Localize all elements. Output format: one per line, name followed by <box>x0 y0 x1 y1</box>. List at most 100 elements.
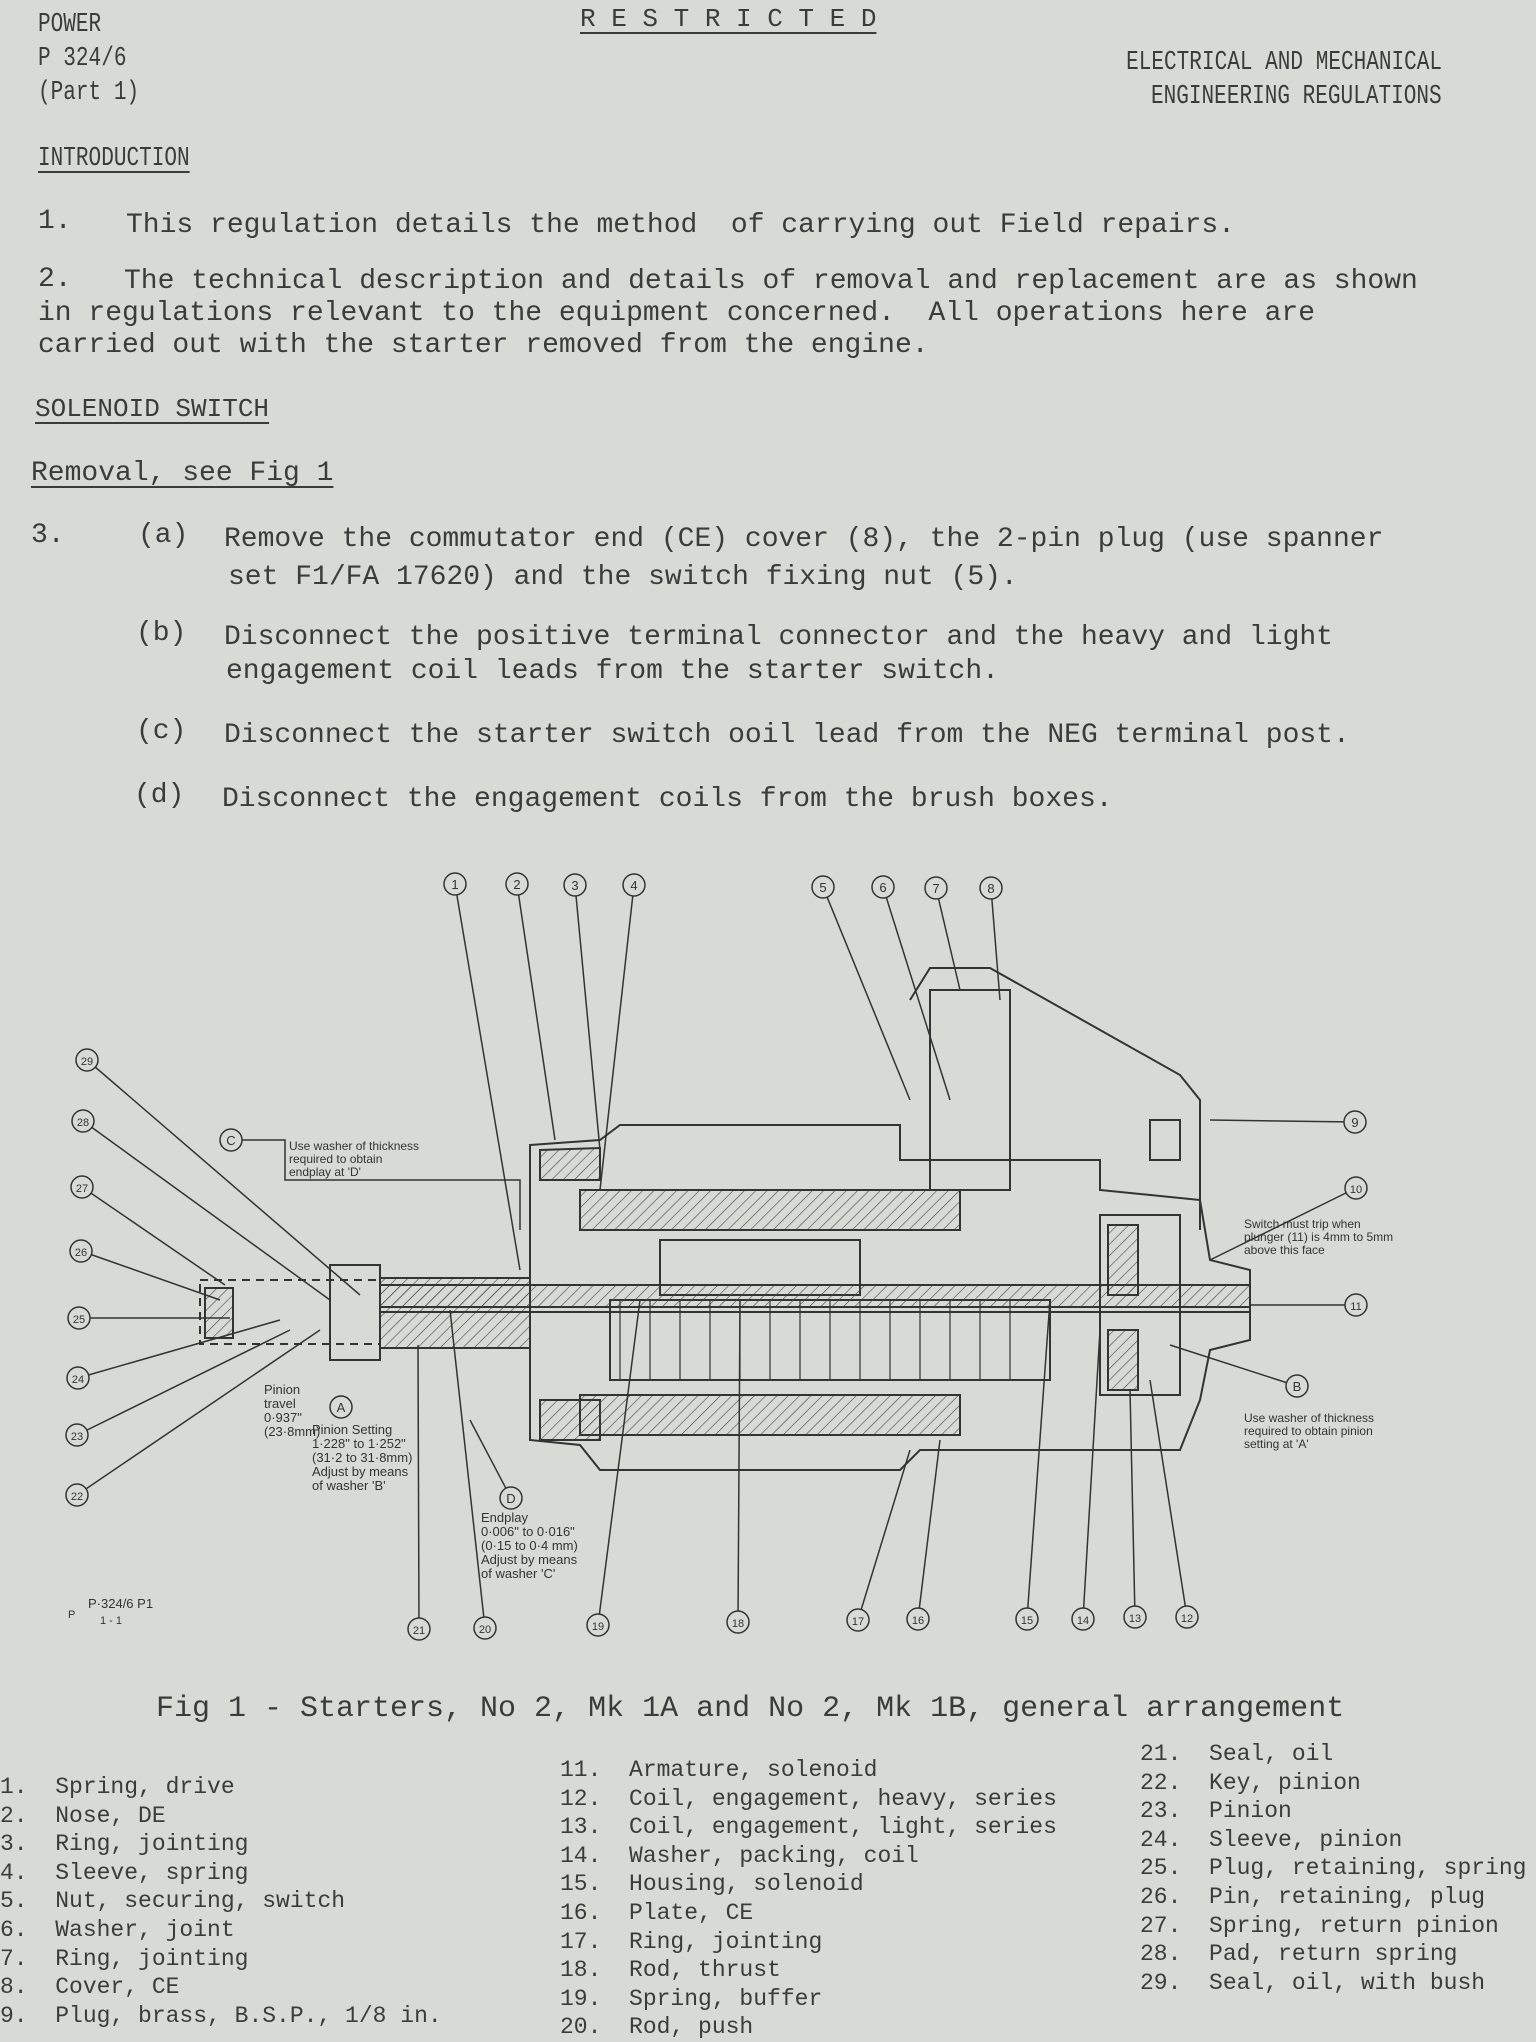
callout-label: 1 <box>451 877 458 892</box>
diagram-note-text: (0·15 to 0·4 mm) <box>481 1538 578 1553</box>
parts-list-item: 23. Pinion <box>1140 1798 1292 1825</box>
callout-label: B <box>1293 1379 1302 1394</box>
callout-circle <box>443 872 467 896</box>
diagram-note-text: setting at 'A' <box>1244 1437 1309 1451</box>
leader-line <box>242 1139 521 1230</box>
leader-line <box>990 887 1001 1001</box>
introduction-heading: INTRODUCTION <box>38 144 190 174</box>
callout-label: 21 <box>413 1625 425 1637</box>
callout-circle <box>67 1306 91 1330</box>
parts-list-item: 29. Seal, oil, with bush <box>1140 1969 1486 1996</box>
removal-subheading: Removal, see Fig 1 <box>31 458 334 489</box>
step-c-label: (c) <box>136 716 187 747</box>
diagram-note-text: Pinion <box>264 1382 300 1397</box>
leader-line <box>857 1449 911 1621</box>
callout-label: D <box>506 1491 515 1506</box>
callout-label: 11 <box>1350 1301 1361 1313</box>
callout-circle <box>563 873 587 897</box>
callout-label: 25 <box>73 1314 85 1326</box>
callout-label: 12 <box>1181 1613 1193 1625</box>
callout-label: 7 <box>932 881 939 896</box>
callout-circle <box>924 876 948 900</box>
diagram-note-text: 0·006" to 0·016" <box>481 1524 575 1539</box>
callout-circle <box>1123 1605 1147 1629</box>
callout-label: 23 <box>71 1431 83 1443</box>
diagram-note-text: (23·8mm) <box>264 1424 320 1439</box>
callout-circle <box>505 872 529 896</box>
parts-list-item: 22. Key, pinion <box>1140 1769 1361 1796</box>
para2-line3: carried out with the starter removed fro… <box>38 330 929 361</box>
callout-circle <box>499 1486 523 1510</box>
callout-label: 9 <box>1351 1115 1358 1130</box>
step-c-line1: Disconnect the starter switch ooil lead … <box>224 720 1350 751</box>
para1-number: 1. <box>38 206 72 237</box>
diagram-note-text: (31·2 to 31·8mm) <box>312 1450 412 1465</box>
leader-line <box>81 1186 226 1286</box>
parts-list-item: 3. Ring, jointing <box>0 1831 249 1858</box>
leader-line <box>86 1059 361 1296</box>
parts-list-item: 19. Spring, buffer <box>560 1985 823 2012</box>
callout-circle <box>70 1175 94 1199</box>
callout-circle <box>586 1613 610 1637</box>
para2-line1: The technical description and details of… <box>124 266 1418 297</box>
callout-label: 27 <box>76 1183 88 1195</box>
callout-label: 8 <box>987 881 994 896</box>
starter-outline <box>199 967 1251 1471</box>
diagram-note-text: 0·937" <box>264 1410 302 1425</box>
callout-circle <box>1285 1374 1309 1398</box>
callout-circle <box>871 875 895 899</box>
parts-list-item: 27. Spring, return pinion <box>1140 1912 1499 1939</box>
callout-circle <box>407 1617 431 1641</box>
leader-line <box>1209 1187 1357 1261</box>
callout-label: 3 <box>571 878 578 893</box>
parts-list-item: 24. Sleeve, pinion <box>1140 1826 1403 1853</box>
callout-circle <box>65 1483 89 1507</box>
leader-line <box>935 887 961 991</box>
parts-list-item: 7. Ring, jointing <box>0 1945 249 1972</box>
diagram-note-text: required to obtain <box>289 1152 382 1166</box>
classification-marking: R E S T R I C T E D <box>580 4 877 34</box>
parts-list-item: 28. Pad, return spring <box>1140 1941 1458 1968</box>
diagram-note-text: of washer 'C' <box>481 1566 555 1581</box>
callout-label: 10 <box>1350 1184 1362 1196</box>
parts-list-item: 26. Pin, retaining, plug <box>1140 1883 1486 1910</box>
callout-label: C <box>226 1133 235 1148</box>
step-d-label: (d) <box>134 780 185 811</box>
callout-label: 20 <box>479 1624 491 1636</box>
step-a-line1: Remove the commutator end (CE) cover (8)… <box>224 524 1384 555</box>
step-b-label: (b) <box>136 618 187 649</box>
callout-label: 18 <box>732 1618 744 1630</box>
leader-line <box>77 1319 281 1379</box>
step-b-line2: engagement coil leads from the starter s… <box>226 656 999 687</box>
diagram-note-text: required to obtain pinion <box>1244 1424 1373 1438</box>
leader-line <box>1169 1344 1298 1387</box>
para1-text: This regulation details the method of ca… <box>126 210 1235 241</box>
leader-line <box>82 1120 331 1301</box>
callout-label: 24 <box>72 1374 84 1386</box>
parts-list-item: 21. Seal, oil <box>1140 1741 1334 1767</box>
leader-lines <box>76 883 1357 1630</box>
callout-circle <box>811 875 835 899</box>
callout-label: 13 <box>1129 1613 1141 1625</box>
leader-line <box>599 884 635 1191</box>
diagram-note-text: Pinion Setting <box>312 1422 392 1437</box>
parts-list-item: 25. Plug, retaining, spring <box>1140 1855 1527 1882</box>
parts-list-item: 9. Plug, brass, B.S.P., 1/8 in. <box>0 2002 442 2029</box>
parts-list-item: 2. Nose, DE <box>0 1802 166 1829</box>
leader-line <box>1149 1379 1188 1618</box>
leader-line <box>1082 1329 1101 1620</box>
step-d-line1: Disconnect the engagement coils from the… <box>222 784 1113 815</box>
diagram-note-text: Adjust by means <box>312 1464 409 1479</box>
drawing-reference: P·324/6 P1 <box>88 1596 153 1611</box>
leader-line <box>597 1299 641 1626</box>
parts-list-item: 1. Spring, drive <box>0 1774 235 1800</box>
diagram-note-text: travel <box>264 1396 296 1411</box>
leader-line <box>1209 1119 1356 1123</box>
leader-line <box>737 1299 741 1623</box>
parts-list-item: 12. Coil, engagement, heavy, series <box>560 1785 1057 1812</box>
diagram-note-text: Switch must trip when <box>1244 1217 1361 1231</box>
callout-label: 6 <box>879 880 886 895</box>
diagram-note-text: Endplay <box>481 1510 528 1525</box>
